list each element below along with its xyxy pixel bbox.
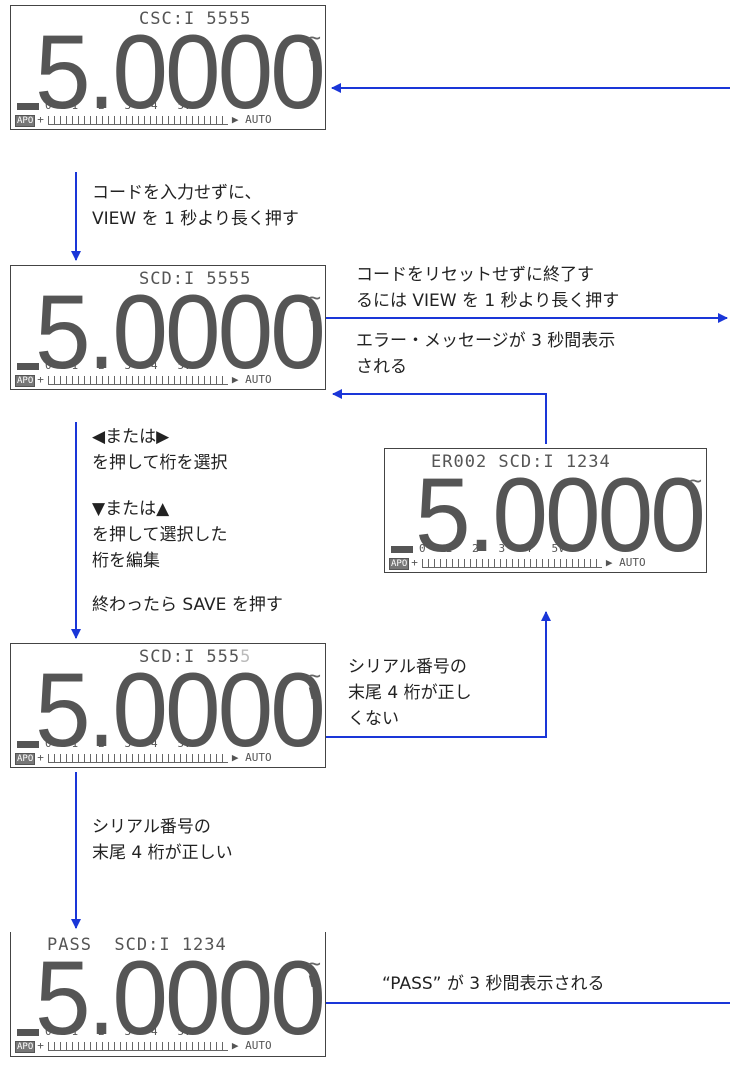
bargraph-scale: 0 1 2 3 4 5V	[391, 542, 565, 555]
bargraph-scale: 0 1 2 3 4 5V	[17, 737, 191, 750]
bargraph: APO+▶ AUTO	[15, 1039, 272, 1053]
reading-value: 5.0000	[35, 651, 326, 770]
apo-icon: APO	[15, 375, 36, 387]
ac-icon: ~	[307, 952, 321, 977]
unit-label: V	[308, 972, 318, 991]
annotation-exit-without-reset: コードをリセットせずに終了するには VIEW を 1 秒より長く押す	[356, 265, 620, 311]
lcd-screen-4: PASS SCD:I 1234 5.0000 ~ V 0 1 2 3 4 5V …	[10, 932, 326, 1057]
apo-icon: APO	[15, 753, 36, 765]
annotation-select-digit: ◀または▶を押して桁を選択	[92, 427, 228, 473]
bargraph-ticks	[47, 1041, 228, 1051]
unit-label: V	[689, 489, 699, 508]
battery-icon	[17, 102, 39, 110]
battery-icon	[17, 740, 39, 748]
bargraph: APO+▶ AUTO	[15, 373, 272, 387]
auto-label: AUTO	[245, 751, 272, 764]
bargraph-scale: 0 1 2 3 4 5V	[17, 99, 191, 112]
bargraph: APO+▶ AUTO	[15, 751, 272, 765]
lcd-screen-1: CSC:I 5555 5.0000 ~ V 0 1 2 3 4 5V APO+▶…	[10, 5, 326, 130]
mode-text: PASS SCD:I 1234	[47, 935, 227, 955]
auto-label: AUTO	[245, 1039, 272, 1052]
apo-icon: APO	[15, 1041, 36, 1053]
ac-icon: ~	[307, 664, 321, 689]
apo-icon: APO	[389, 558, 410, 570]
ac-icon: ~	[307, 26, 321, 51]
bargraph-ticks	[47, 115, 228, 125]
auto-label: AUTO	[245, 373, 272, 386]
blinking-digit: 5	[240, 647, 252, 667]
mode-text: ER002 SCD:I 1234	[431, 452, 611, 472]
annotation-edit-digit: ▼または▲を押して選択した桁を編集	[92, 499, 228, 571]
bargraph-ticks	[47, 753, 228, 763]
unit-label: V	[308, 306, 318, 325]
auto-label: AUTO	[619, 556, 646, 569]
annotation-serial-wrong: シリアル番号の末尾 4 桁が正しくない	[348, 657, 472, 729]
lcd-error-screen: ER002 SCD:I 1234 5.0000 ~ V 0 1 2 3 4 5V…	[384, 448, 707, 573]
battery-icon	[17, 1028, 39, 1036]
battery-icon	[17, 362, 39, 370]
mode-text: SCD:I 5555	[139, 647, 252, 667]
arrow-error-to-s2	[332, 389, 547, 444]
bargraph-ticks	[421, 558, 602, 568]
bargraph: APO+▶ AUTO	[389, 556, 646, 570]
reading-value: 5.0000	[35, 939, 326, 1058]
ac-icon: ~	[307, 286, 321, 311]
bargraph-ticks	[47, 375, 228, 385]
reading-value: 5.0000	[415, 456, 706, 575]
reading-value: 5.0000	[35, 13, 326, 132]
reading-value: 5.0000	[35, 273, 326, 392]
bargraph-scale: 0 1 2 3 4 5V	[17, 359, 191, 372]
apo-icon: APO	[15, 115, 36, 127]
arrow-s3-to-error	[326, 611, 551, 738]
annotation-serial-correct: シリアル番号の末尾 4 桁が正しい	[92, 817, 233, 863]
lcd-screen-2: SCD:I 5555 5.0000 ~ V 0 1 2 3 4 5V APO+▶…	[10, 265, 326, 390]
mode-text: SCD:I 5555	[139, 269, 252, 289]
mode-text: CSC:I 5555	[139, 9, 252, 29]
ac-icon: ~	[688, 469, 702, 494]
battery-icon	[391, 545, 413, 553]
auto-label: AUTO	[245, 113, 272, 126]
bargraph-scale: 0 1 2 3 4 5V	[17, 1025, 191, 1038]
annotation-pass-shown: “PASS” が 3 秒間表示される	[382, 974, 605, 994]
unit-label: V	[308, 46, 318, 65]
unit-label: V	[308, 684, 318, 703]
lcd-screen-3: SCD:I 5555 5.0000 ~ V 0 1 2 3 4 5V APO+▶…	[10, 643, 326, 768]
annotation-no-code: コードを入力せずに、VIEW を 1 秒より長く押す	[92, 183, 299, 229]
annotation-press-save: 終わったら SAVE を押す	[92, 595, 283, 615]
bargraph: APO+▶ AUTO	[15, 113, 272, 127]
annotation-error-message: エラー・メッセージが 3 秒間表示される	[356, 331, 616, 377]
